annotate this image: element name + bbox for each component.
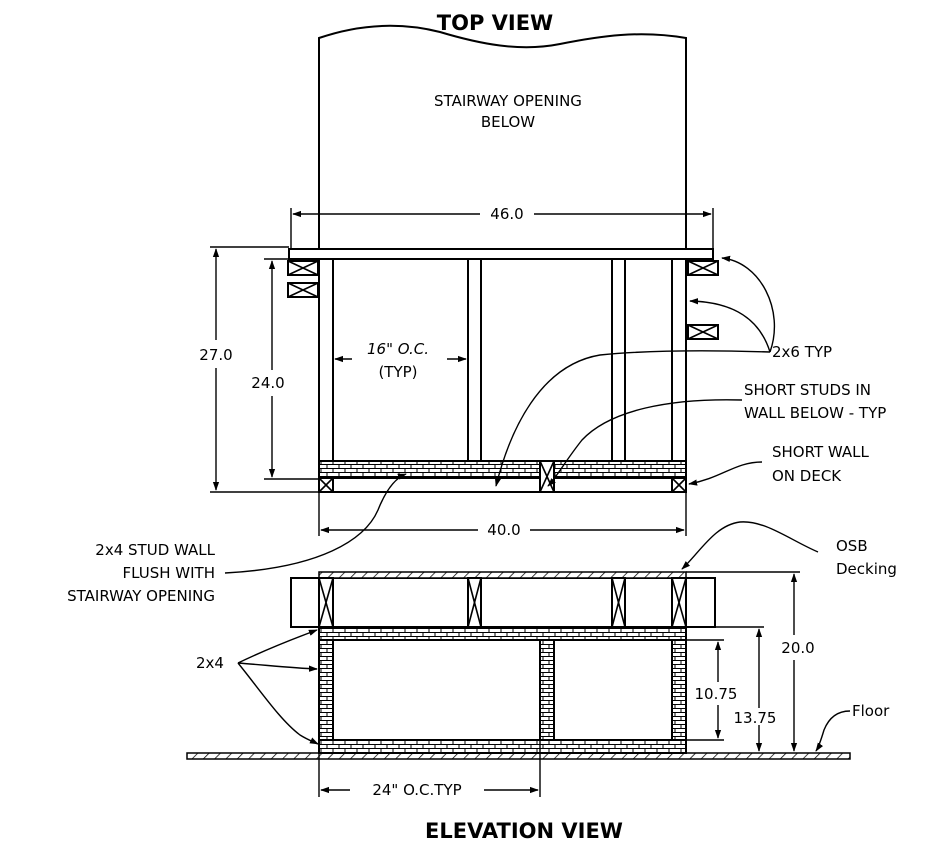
dimension-24-label: 24.0 xyxy=(251,374,284,392)
oc16-label-line2: (TYP) xyxy=(378,363,417,381)
dimension-20 xyxy=(686,571,800,752)
leader-2x6 xyxy=(494,255,775,487)
top-view-title: TOP VIEW xyxy=(437,11,553,35)
short-studs-label-line2: WALL BELOW - TYP xyxy=(744,404,886,422)
dimension-46 xyxy=(290,208,714,252)
label-2x6-typ: 2x6 TYP xyxy=(772,343,832,361)
dimension-27-label: 27.0 xyxy=(199,346,232,364)
leader-short-studs xyxy=(547,399,743,487)
dimension-13-75 xyxy=(715,626,764,752)
stud-wall-label-line2: FLUSH WITH xyxy=(123,564,215,582)
stairway-opening-label-line2: BELOW xyxy=(481,113,535,131)
dimension-40 xyxy=(318,492,687,536)
short-wall-label-line2: ON DECK xyxy=(772,467,842,485)
dimension-40-label: 40.0 xyxy=(487,521,520,539)
leader-floor xyxy=(815,710,851,752)
leader-short-wall xyxy=(688,461,763,486)
leader-stud-wall xyxy=(224,473,407,574)
stud-wall-label-line3: STAIRWAY OPENING xyxy=(67,587,215,605)
dimension-20-label: 20.0 xyxy=(781,639,814,657)
floor-label: Floor xyxy=(852,702,890,720)
dimension-27 xyxy=(210,246,319,493)
elevation-band-studs xyxy=(318,577,687,628)
2x6-end-boxes xyxy=(287,260,719,340)
stairway-opening-label-line1: STAIRWAY OPENING xyxy=(434,92,582,110)
osb-decking xyxy=(318,571,687,579)
dimension-46-label: 46.0 xyxy=(490,205,523,223)
stairway-opening-outline xyxy=(318,24,687,250)
leader-osb xyxy=(681,521,819,570)
top-2x6-board xyxy=(288,248,714,260)
dimension-24 xyxy=(264,258,319,480)
short-wall-label-line1: SHORT WALL xyxy=(772,443,869,461)
oc16-label-bg xyxy=(352,338,447,386)
leader-2x4 xyxy=(237,629,319,745)
dimension-10-75-label: 10.75 xyxy=(695,685,738,703)
short-wall-bottom-board xyxy=(318,477,687,493)
osb-label-line2: Decking xyxy=(836,560,897,578)
osb-label-line1: OSB xyxy=(836,537,868,555)
oc16-label-line1: 16" O.C. xyxy=(367,340,429,358)
stud-wall-label-line1: 2x4 STUD WALL xyxy=(95,541,215,559)
short-studs-label-line1: SHORT STUDS IN xyxy=(744,381,871,399)
elevation-view-title: ELEVATION VIEW xyxy=(425,819,623,843)
dimension-oc24 xyxy=(318,740,541,797)
oc24-label: 24" O.C.TYP xyxy=(372,781,461,799)
lower-2x4-frame xyxy=(318,626,687,754)
label-2x4: 2x4 xyxy=(196,654,224,672)
dimension-10-75 xyxy=(686,639,724,741)
dimension-13-75-label: 13.75 xyxy=(734,709,777,727)
2x6-board-band xyxy=(290,577,716,628)
